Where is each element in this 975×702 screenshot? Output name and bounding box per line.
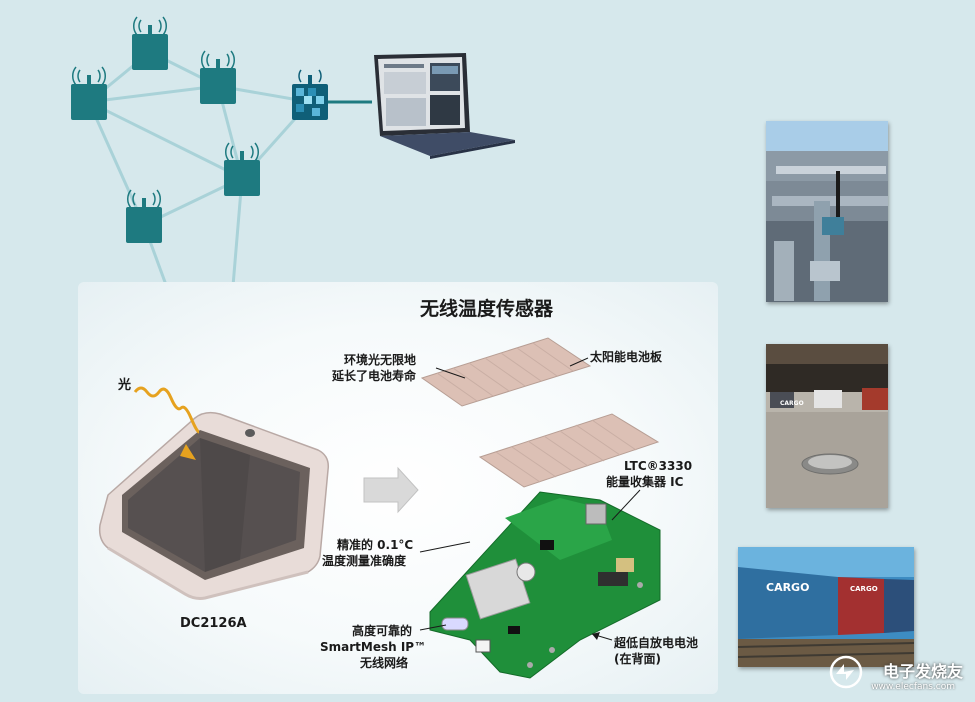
container-text-1: CARGO [766, 581, 810, 594]
callout-line [419, 541, 471, 553]
cargo-train-photo: CARGO CARGO [738, 547, 914, 667]
solar-panel-label: 太阳能电池板 [590, 350, 663, 364]
device-label: DC2126A [180, 616, 247, 631]
ambient-light-line-1: 环境光无限地 [344, 353, 417, 367]
harvester-line-1: LTC®3330 [624, 459, 693, 473]
diagram-title: 无线温度传感器 [420, 298, 554, 320]
laptop-icon [374, 53, 515, 159]
container-text-2: CARGO [850, 585, 878, 593]
light-label: 光 [118, 378, 132, 393]
callout-line [419, 624, 447, 631]
light-ray-icon [133, 386, 200, 434]
precision-line-1: 精准的 0.1°C [337, 538, 414, 552]
harvester-line-2: 能量收集器 IC [606, 475, 684, 489]
street-sign-text: CARGO [780, 400, 804, 407]
solar-panel-2 [478, 413, 660, 488]
pcb-board [429, 491, 661, 679]
watermark-name: 电子发烧友 [882, 662, 963, 681]
flow-arrow-icon [363, 466, 419, 514]
watermark-logo-icon [829, 655, 863, 689]
smartmesh-line-3: 无线网络 [360, 656, 409, 670]
light-arrowhead-icon [180, 444, 196, 460]
watermark-url: www.elecfans.com [871, 682, 955, 692]
mesh-link [88, 84, 219, 104]
dc2126a-device [98, 411, 330, 600]
ambient-light-line-2: 延长了电池寿命 [332, 369, 417, 383]
callout-line [435, 367, 466, 379]
solar-panel-1 [420, 337, 592, 407]
callout-line [611, 489, 641, 521]
street-photo: CARGO [766, 344, 888, 508]
battery-line-1: 超低自放电电池 [614, 636, 699, 650]
battery-arrow-icon [592, 632, 600, 640]
smartmesh-line-2: SmartMesh IP™ [320, 640, 427, 654]
gateway-icon [292, 69, 328, 120]
mesh-link [88, 100, 243, 180]
battery-line-2: (在背面) [614, 652, 661, 666]
industrial-photo [766, 121, 888, 302]
precision-line-2: 温度测量准确度 [322, 554, 407, 568]
callout-line [569, 357, 589, 367]
smartmesh-line-1: 高度可靠的 [352, 624, 413, 638]
